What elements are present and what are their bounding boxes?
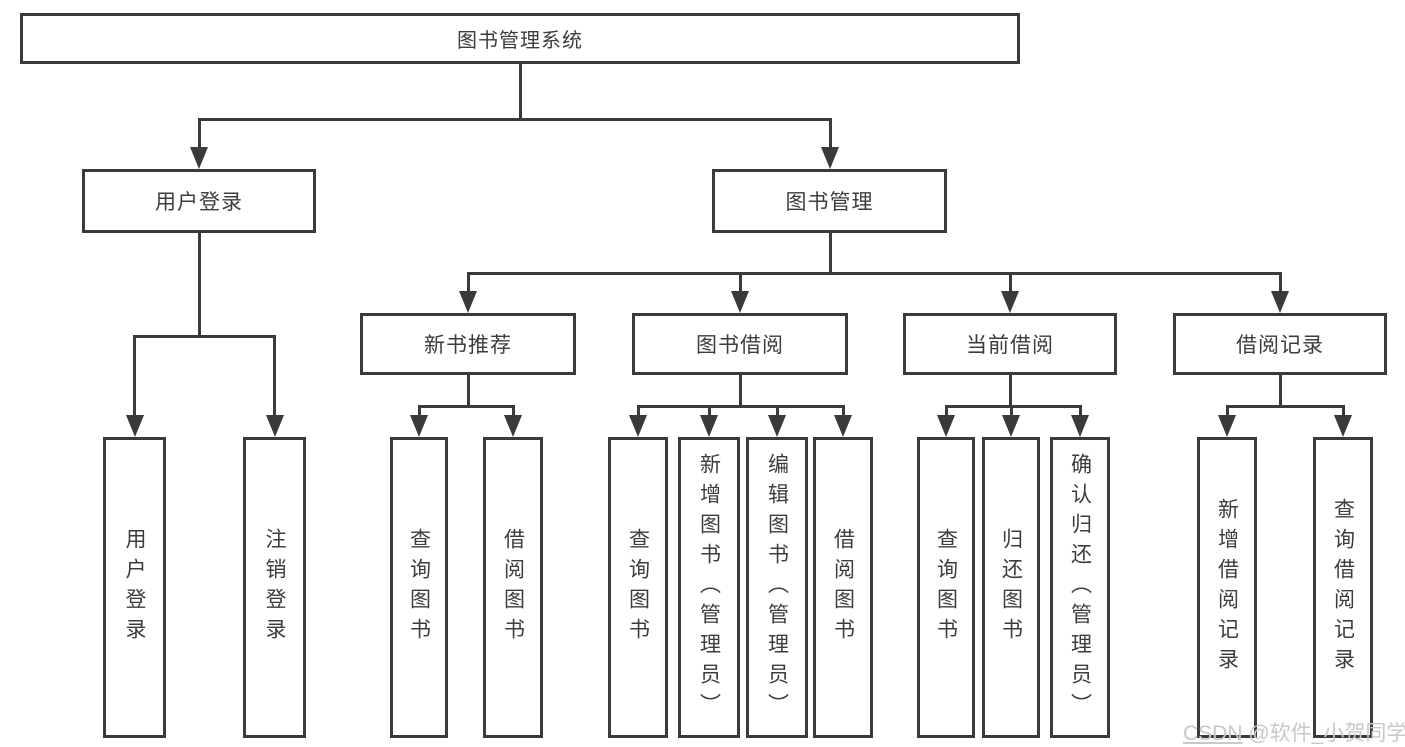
- connector-arrow: [1271, 291, 1289, 313]
- node-label: 新书推荐: [424, 334, 512, 357]
- leaf-return-books: 归还图书: [982, 437, 1040, 738]
- node-label: 新增借阅记录: [1215, 497, 1239, 678]
- leaf-query-borrow-record: 查询借阅记录: [1313, 437, 1373, 738]
- leaf-query-books-current: 查询图书: [917, 437, 975, 738]
- connector-arrow: [265, 415, 284, 437]
- connector-line: [466, 272, 1282, 275]
- connector-line: [1078, 405, 1082, 417]
- connector-arrow: [1071, 415, 1089, 437]
- connector-arrow: [1002, 415, 1020, 437]
- connector-line: [1225, 405, 1229, 417]
- connector-arrow: [125, 415, 144, 437]
- connector-line: [511, 405, 515, 417]
- node-label: 图书管理: [785, 191, 874, 214]
- leaf-query-books-borrowing: 查询图书: [608, 437, 668, 738]
- node-label: 新增图书（管理员）: [697, 452, 721, 723]
- connector-line: [1278, 375, 1282, 405]
- node-library-management-system: 图书管理系统: [20, 13, 1020, 64]
- node-label: 用户登录: [155, 191, 243, 214]
- node-book-borrowing: 图书借阅: [632, 313, 848, 375]
- connector-line: [636, 405, 845, 408]
- connector-arrow: [504, 415, 522, 437]
- connector-line: [466, 272, 470, 293]
- connector-line: [944, 405, 948, 417]
- node-label: 查询图书: [934, 527, 958, 648]
- connector-line: [417, 405, 515, 408]
- node-borrowing-records: 借阅记录: [1173, 313, 1387, 375]
- connector-line: [1008, 375, 1012, 405]
- node-label: 图书管理系统: [457, 30, 583, 52]
- connector-line: [133, 335, 136, 417]
- connector-arrow: [629, 415, 647, 437]
- leaf-add-borrow-record: 新增借阅记录: [1197, 437, 1257, 738]
- connector-arrow: [821, 147, 839, 169]
- node-book-management: 图书管理: [712, 169, 947, 233]
- connector-line: [944, 405, 1082, 408]
- node-label: 图书借阅: [696, 334, 784, 357]
- leaf-logout: 注销登录: [243, 437, 306, 738]
- connector-line: [1278, 272, 1282, 293]
- connector-line: [1008, 272, 1012, 293]
- connector-line: [197, 233, 201, 335]
- connector-line: [417, 405, 421, 417]
- leaf-user-login: 用户登录: [103, 437, 166, 738]
- connector-line: [828, 118, 832, 149]
- connector-line: [133, 335, 276, 338]
- node-label: 归还图书: [999, 527, 1023, 648]
- connector-arrow: [768, 415, 786, 437]
- node-label: 借阅图书: [831, 527, 855, 648]
- node-label: 查询图书: [407, 527, 431, 648]
- connector-line: [738, 272, 742, 293]
- leaf-confirm-return-admin: 确认归还（管理员）: [1050, 437, 1110, 738]
- connector-arrow: [700, 415, 718, 437]
- watermark-brand: CSDN: [1183, 722, 1243, 745]
- connector-line: [518, 64, 522, 118]
- node-label: 用户登录: [123, 527, 146, 648]
- connector-arrow: [834, 415, 852, 437]
- connector-arrow: [731, 291, 749, 313]
- connector-line: [1009, 405, 1013, 417]
- connector-line: [1341, 405, 1345, 417]
- connector-arrow: [937, 415, 955, 437]
- connector-line: [738, 375, 742, 405]
- node-user-login: 用户登录: [82, 169, 316, 233]
- node-new-book-recommendation: 新书推荐: [360, 313, 576, 375]
- node-label: 编辑图书（管理员）: [765, 452, 789, 723]
- leaf-borrow-books: 借阅图书: [813, 437, 873, 738]
- node-label: 借阅图书: [501, 527, 525, 648]
- connector-line: [1225, 405, 1345, 408]
- node-current-borrowing: 当前借阅: [903, 313, 1117, 375]
- leaf-edit-books-admin: 编辑图书（管理员）: [746, 437, 808, 738]
- csdn-watermark: CSDN @软件_小贺同学: [1183, 717, 1405, 747]
- connector-arrow: [1334, 415, 1352, 437]
- node-label: 查询借阅记录: [1331, 497, 1355, 678]
- leaf-query-books-recommend: 查询图书: [390, 437, 448, 738]
- leaf-add-books-admin: 新增图书（管理员）: [678, 437, 740, 738]
- connector-line: [636, 405, 640, 417]
- leaf-borrow-books-recommend: 借阅图书: [483, 437, 543, 738]
- node-label: 借阅记录: [1236, 334, 1324, 357]
- connector-line: [707, 405, 711, 417]
- node-label: 确认归还（管理员）: [1068, 452, 1092, 723]
- watermark-handle: @软件_小贺同学: [1248, 722, 1405, 745]
- connector-line: [273, 335, 276, 417]
- node-label: 注销登录: [263, 527, 286, 648]
- connector-line: [197, 118, 201, 149]
- connector-arrow: [190, 147, 208, 169]
- connector-line: [828, 233, 832, 272]
- node-label: 查询图书: [626, 527, 650, 648]
- connector-arrow: [410, 415, 428, 437]
- connector-line: [775, 405, 779, 417]
- node-label: 当前借阅: [966, 334, 1054, 357]
- connector-line: [197, 118, 832, 121]
- connector-arrow: [459, 291, 477, 313]
- connector-line: [841, 405, 845, 417]
- connector-arrow: [1001, 291, 1019, 313]
- connector-arrow: [1218, 415, 1236, 437]
- connector-line: [466, 375, 470, 405]
